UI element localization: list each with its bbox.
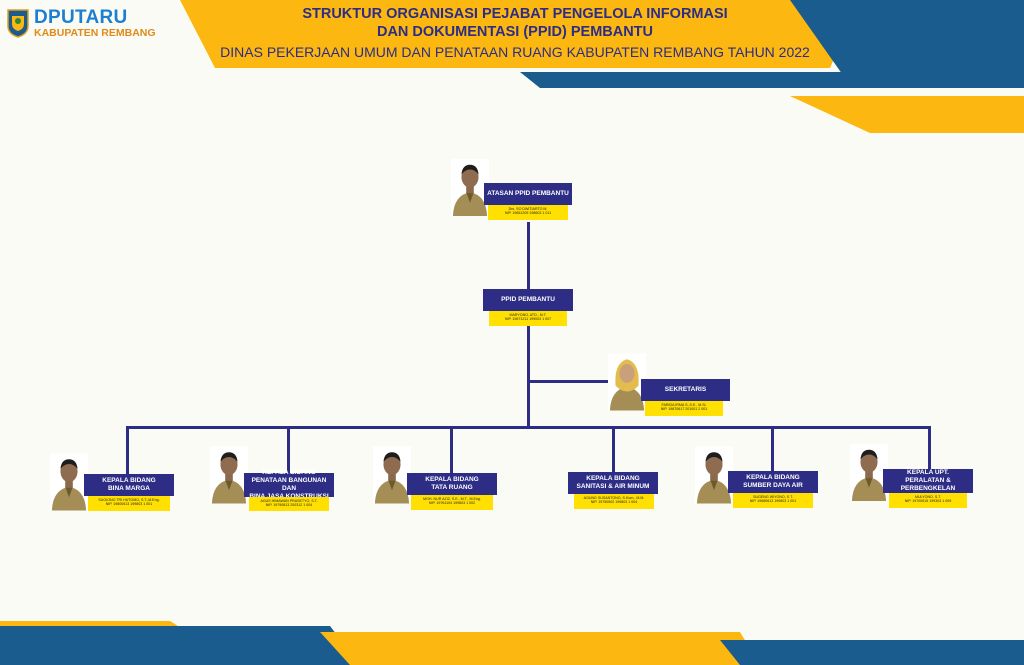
kabid-3-nip: NIP. 19761104 199803 1 002 (428, 501, 476, 506)
ppid-name-box: MARYONO, ATD., M.T. NIP. 19671211 199003… (489, 311, 567, 326)
atasan-role-box: ATASAN PPID PEMBANTU (484, 183, 572, 205)
kabid-2-name: AGUS HIMAWAN PRASETYO, S.T. (260, 499, 318, 503)
kabid-3-photo (373, 441, 411, 509)
kabid-4-role1: KEPALA BIDANG (586, 475, 640, 483)
rembang-emblem-icon (7, 9, 29, 39)
kabid-2-role3: BINA JASA KONSTRUKSI (249, 493, 328, 501)
kabid-1-role2: BINA MARGA (107, 485, 150, 492)
connector-drop-2 (287, 426, 290, 476)
header-blue-stripe (790, 0, 1024, 88)
sekretaris-name: FARIDA IRMA S.,S.E., M.Si. (661, 403, 707, 407)
kabid-6-name: MULYONO, S.T. (914, 495, 942, 499)
sekretaris-name-box: FARIDA IRMA S.,S.E., M.Si. NIP. 19870617… (645, 401, 723, 416)
atasan-role: ATASAN PPID PEMBANTU (487, 190, 569, 198)
page-subtitle: DINAS PEKERJAAN UMUM DAN PENATAAN RUANG … (220, 44, 810, 60)
footer-yellow-middle (320, 632, 760, 665)
kabid-2-name-box: AGUS HIMAWAN PRASETYO, S.T. NIP. 1979081… (249, 497, 329, 511)
connector-drop-1 (126, 426, 129, 476)
kabid-4-role-box: KEPALA BIDANG SANITASI & AIR MINUM (568, 472, 658, 494)
ppid-role-box: PPID PEMBANTU (483, 289, 573, 311)
ppid-nip: NIP. 19671211 199003 1 007 (504, 317, 552, 322)
kabid-2-role1: KEPALA BIDANG (262, 469, 316, 477)
sekretaris-role: SEKRETARIS (664, 386, 707, 394)
header-right-yellow (790, 96, 1024, 133)
kabid-1-role-box: KEPALA BIDANG BINA MARGA (84, 474, 174, 496)
connector-drop-5 (771, 426, 774, 476)
kabid-3-role-box: KEPALA BIDANG TATA RUANG (407, 473, 497, 495)
kabid-4-role2: SANITASI & AIR MINUM (576, 483, 650, 490)
kabid-3-name: MOH. NUR AZIZ, S.E., M.T., M.Eng. (423, 497, 481, 501)
kabid-6-role1: KEPALA UPT. (907, 469, 949, 477)
kabid-3-role1: KEPALA BIDANG (425, 476, 479, 484)
kabid-1-name-box: SUGIONO TRI HUTOMO, S.T.,M.Eng. NIP. 198… (88, 496, 170, 511)
connector-sekretaris (529, 380, 609, 383)
footer-blue-left (0, 626, 360, 665)
header-yellow-banner (180, 0, 860, 68)
kabid-5-role2: SUMBER DAYA AIR (743, 482, 803, 489)
kabid-5-name: SUGENG WIYONO, S.T. (753, 495, 793, 499)
kabid-6-nip: NIP. 19700515 199303 1 009 (904, 499, 952, 504)
ppid-role: PPID PEMBANTU (501, 296, 555, 304)
sekretaris-nip: NIP. 19870617 201001 2 001 (660, 407, 708, 412)
ppid-name: MARYONO, ATD., M.T. (509, 313, 547, 317)
kabid-1-name: SUGIONO TRI HUTOMO, S.T.,M.Eng. (98, 498, 160, 502)
dputaru-logo: DPUTARU KABUPATEN REMBANG (6, 8, 156, 39)
kabid-2-nip: NIP. 19790813 200312 1 004 (265, 503, 313, 508)
connector-atasan-ppid (527, 222, 530, 292)
logo-subtitle: KABUPATEN REMBANG (34, 27, 156, 39)
kabid-5-nip: NIP. 19680613 199803 1 001 (749, 499, 797, 504)
kabid-4-nip: NIP. 19750502 199803 1 004 (590, 500, 638, 505)
atasan-name-box: Drs. SO DWITIARTO M. NIP. 19651209 19860… (488, 205, 568, 220)
sekretaris-role-box: SEKRETARIS (641, 379, 730, 401)
footer-yellow-thin (0, 621, 178, 626)
connector-drop-4 (612, 426, 615, 476)
kabid-5-role-box: KEPALA BIDANG SUMBER DAYA AIR (728, 471, 818, 493)
page-title-line2: DAN DOKUMENTASI (PPID) PEMBANTU (376, 24, 654, 40)
connector-horizontal-bar (126, 426, 931, 429)
connector-drop-6 (928, 426, 931, 476)
kabid-2-photo (210, 441, 248, 509)
kabid-2-role2: PENATAAN BANGUNAN DAN (251, 477, 327, 492)
kabid-5-role1: KEPALA BIDANG (746, 474, 800, 482)
connector-drop-3 (450, 426, 453, 476)
header-blue-lower (520, 72, 852, 88)
connector-ppid-trunk (527, 326, 530, 428)
kabid-1-nip: NIP. 19800613 199803 1 001 (105, 502, 153, 507)
kabid-2-role-box: KEPALA BIDANG PENATAAN BANGUNAN DAN BINA… (244, 469, 334, 500)
page-title-line1: STRUKTUR ORGANISASI PEJABAT PENGELOLA IN… (302, 6, 728, 22)
logo-title: DPUTARU (34, 7, 128, 28)
kabid-3-name-box: MOH. NUR AZIZ, S.E., M.T., M.Eng. NIP. 1… (411, 495, 493, 510)
kabid-4-name-box: AGUNG SUSANTONO, S.Kom., M.M. NIP. 19750… (574, 494, 654, 509)
kabid-6-name-box: MULYONO, S.T. NIP. 19700515 199303 1 009 (889, 493, 967, 508)
kabid-1-photo (50, 452, 88, 512)
kabid-1-role1: KEPALA BIDANG (102, 477, 156, 485)
kabid-4-name: AGUNG SUSANTONO, S.Kom., M.M. (583, 496, 645, 500)
kabid-6-role2: PERALATAN & PERBENGKELAN (900, 477, 956, 492)
atasan-nip: NIP. 19651209 198603 1 011 (504, 211, 552, 216)
kabid-3-role2: TATA RUANG (431, 484, 473, 491)
footer-blue-right (720, 640, 1024, 665)
atasan-name: Drs. SO DWITIARTO M. (508, 207, 548, 211)
kabid-5-name-box: SUGENG WIYONO, S.T. NIP. 19680613 199803… (733, 493, 813, 508)
kabid-6-role-box: KEPALA UPT. PERALATAN & PERBENGKELAN (883, 469, 973, 493)
header-decoration (180, 0, 1024, 133)
